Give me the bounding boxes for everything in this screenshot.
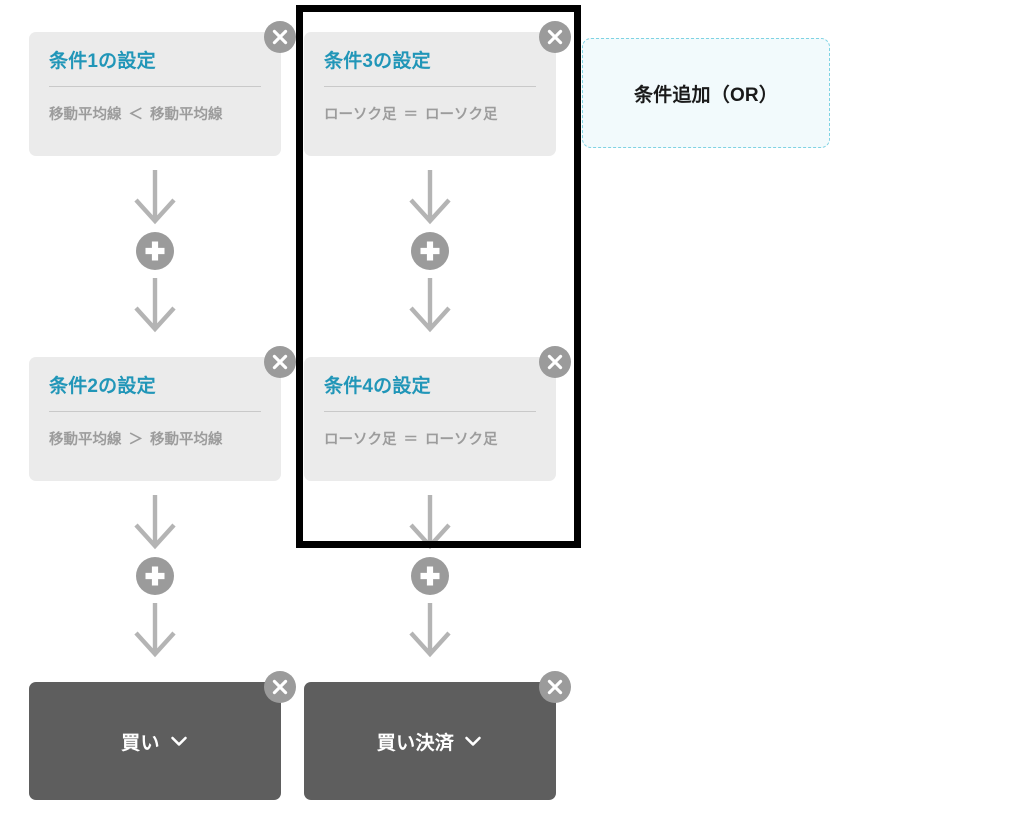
condition-card-1-divider [49,86,261,87]
add-condition-or-label: 条件追加（OR） [633,84,779,106]
order-button-buy-close-label: 買い決済 [376,732,455,754]
order-button-2-wrapper: 買い決済 [304,671,571,800]
condition-card-4-expression: ローソク足 ＝ ローソク足 [324,430,536,450]
close-icon[interactable] [539,21,571,53]
condition-card-3-wrapper: 条件3の設定 ローソク足 ＝ ローソク足 [304,21,571,156]
plus-icon[interactable] [136,557,174,595]
condition-card-1-left-operand: 移動平均線 [49,107,122,123]
condition-card-1-operator: ＜ [128,107,144,123]
condition-card-1[interactable]: 条件1の設定 移動平均線 ＜ 移動平均線 [29,32,281,156]
condition-card-1-right-operand: 移動平均線 [150,107,223,123]
condition-card-4-operator: ＝ [403,432,419,448]
condition-card-3-expression: ローソク足 ＝ ローソク足 [324,105,536,125]
condition-card-4[interactable]: 条件4の設定 ローソク足 ＝ ローソク足 [304,357,556,481]
condition-card-4-wrapper: 条件4の設定 ローソク足 ＝ ローソク足 [304,346,571,481]
condition-card-4-title: 条件4の設定 [324,376,431,397]
close-icon[interactable] [264,21,296,53]
plus-icon[interactable] [411,232,449,270]
condition-card-2-left-operand: 移動平均線 [49,432,122,448]
condition-card-4-left-operand: ローソク足 [324,432,397,448]
arrow-down-icon [134,495,176,550]
arrow-down-icon [409,170,451,225]
arrow-down-icon [134,170,176,225]
close-icon[interactable] [539,346,571,378]
condition-card-1-expression: 移動平均線 ＜ 移動平均線 [49,105,261,125]
condition-card-2-expression: 移動平均線 ＞ 移動平均線 [49,430,261,450]
close-icon[interactable] [264,671,296,703]
arrow-down-icon [409,278,451,333]
order-button-buy[interactable]: 買い [29,682,281,800]
order-button-buy-label: 買い [121,732,160,754]
condition-card-3-left-operand: ローソク足 [324,107,397,123]
plus-icon[interactable] [136,232,174,270]
condition-card-2-divider [49,411,261,412]
condition-card-1-wrapper: 条件1の設定 移動平均線 ＜ 移動平均線 [29,21,296,156]
condition-card-3-title: 条件3の設定 [324,51,431,72]
chevron-down-icon [465,736,482,746]
condition-card-2-operator: ＞ [128,432,144,448]
plus-icon[interactable] [411,557,449,595]
condition-card-3-divider [324,86,536,87]
close-icon[interactable] [539,671,571,703]
connector-4 [304,493,556,659]
condition-card-2-wrapper: 条件2の設定 移動平均線 ＞ 移動平均線 [29,346,296,481]
condition-card-1-title: 条件1の設定 [49,51,156,72]
arrow-down-icon [134,278,176,333]
connector-1 [29,168,281,334]
condition-card-3[interactable]: 条件3の設定 ローソク足 ＝ ローソク足 [304,32,556,156]
condition-card-3-right-operand: ローソク足 [425,107,498,123]
connector-3 [304,168,556,334]
arrow-down-icon [409,603,451,658]
condition-card-3-operator: ＝ [403,107,419,123]
condition-card-2-title: 条件2の設定 [49,376,156,397]
add-condition-or-button[interactable]: 条件追加（OR） [582,38,830,148]
arrow-down-icon [134,603,176,658]
condition-card-4-right-operand: ローソク足 [425,432,498,448]
order-button-buy-close[interactable]: 買い決済 [304,682,556,800]
chevron-down-icon [171,736,187,746]
condition-card-2-right-operand: 移動平均線 [150,432,223,448]
order-button-1-wrapper: 買い [29,671,296,800]
arrow-down-icon [409,495,451,550]
condition-card-2[interactable]: 条件2の設定 移動平均線 ＞ 移動平均線 [29,357,281,481]
condition-card-4-divider [324,411,536,412]
close-icon[interactable] [264,346,296,378]
connector-2 [29,493,281,659]
